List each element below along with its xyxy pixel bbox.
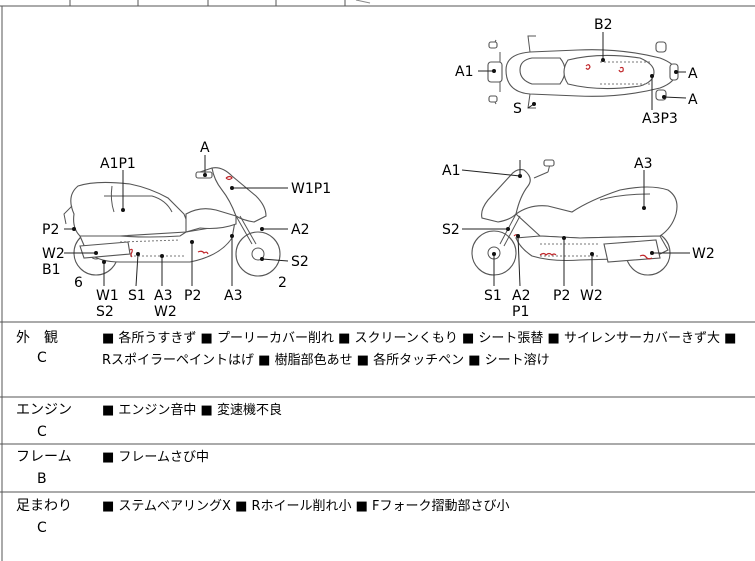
label-a: A xyxy=(200,140,210,156)
label-2: 2 xyxy=(278,275,287,291)
label-6: 6 xyxy=(74,275,83,291)
label-a3: A3 xyxy=(154,288,172,304)
left-side-leaders xyxy=(64,155,289,287)
right-side-leaders xyxy=(461,160,690,287)
label-s2-bottom: S2 xyxy=(96,304,114,320)
label-a2: A2 xyxy=(512,288,530,304)
label-a-right-1: A xyxy=(688,66,698,82)
row-grade: B xyxy=(37,471,47,487)
label-a1: A1 xyxy=(442,163,460,179)
label-p2: P2 xyxy=(553,288,570,304)
label-p2-bottom: P2 xyxy=(184,288,201,304)
label-s1: S1 xyxy=(128,288,146,304)
scooter-top-view-illustration xyxy=(487,35,679,109)
label-a-right-2: A xyxy=(688,92,698,108)
row-exterior: 外 観 C ■ 各所うすきず ■ プーリーカバー削れ ■ スクリーンくもり ■ … xyxy=(16,329,736,368)
label-w2: W2 xyxy=(692,246,715,262)
label-s2-right: S2 xyxy=(291,254,309,270)
row-category: 足まわり xyxy=(16,498,72,514)
row-grade: C xyxy=(37,350,47,366)
label-a3-bottom: A3 xyxy=(224,288,242,304)
label-s2: S2 xyxy=(442,222,460,238)
row-suspension: 足まわり C ■ ステムベアリングX ■ Rホイール削れ小 ■ Fフォーク摺動部… xyxy=(16,498,510,536)
label-a3p3: A3P3 xyxy=(642,111,678,127)
damage-marks-top xyxy=(585,64,624,73)
right-side-diagram: A1 A3 S2 W2 S1 A2 P1 P2 W2 xyxy=(442,156,715,320)
row-engine: エンジン C ■ エンジン音中 ■ 変速機不良 xyxy=(16,402,282,440)
label-a1: A1 xyxy=(455,64,473,80)
scooter-left-side-illustration xyxy=(63,167,281,277)
label-a3: A3 xyxy=(634,156,652,172)
top-view-diagram: B2 A1 A A S A3P3 xyxy=(455,17,698,127)
row-description-line-1: ■ エンジン音中 ■ 変速機不良 xyxy=(102,402,282,418)
row-category: エンジン xyxy=(16,402,72,418)
row-category: 外 観 xyxy=(16,329,58,346)
scooter-right-side-illustration xyxy=(471,159,678,276)
row-category: フレーム xyxy=(16,449,72,465)
label-b1: B1 xyxy=(42,262,61,278)
label-a1p1: A1P1 xyxy=(100,156,136,172)
label-w2-bottom: W2 xyxy=(580,288,603,304)
top-view-leaders xyxy=(478,32,687,110)
row-description-line-1: ■ ステムベアリングX ■ Rホイール削れ小 ■ Fフォーク摺動部さび小 xyxy=(102,499,510,514)
label-w1p1: W1P1 xyxy=(291,181,331,197)
row-description-line-2: Rスポイラーペイントはげ ■ 樹脂部色あせ ■ 各所タッチペン ■ シート溶け xyxy=(102,352,550,368)
label-b2: B2 xyxy=(594,17,613,33)
row-frame: フレーム B ■ フレームさび中 xyxy=(16,449,209,487)
label-p2: P2 xyxy=(42,222,59,238)
label-s: S xyxy=(513,101,522,117)
row-grade: C xyxy=(37,424,47,440)
label-s1: S1 xyxy=(484,288,502,304)
label-p1: P1 xyxy=(512,304,529,320)
label-w1: W1 xyxy=(96,288,119,304)
row-description-line-1: ■ 各所うすきず ■ プーリーカバー削れ ■ スクリーンくもり ■ シート張替 … xyxy=(102,330,736,346)
label-w2: W2 xyxy=(42,246,65,262)
condition-table: 外 観 C ■ 各所うすきず ■ プーリーカバー削れ ■ スクリーンくもり ■ … xyxy=(0,321,755,536)
label-a2: A2 xyxy=(291,222,309,238)
left-side-diagram: A A1P1 W1P1 P2 A2 W2 B1 S2 6 2 W1 S2 S1 … xyxy=(42,140,331,320)
row-description-line-1: ■ フレームさび中 xyxy=(102,450,209,465)
damage-marks-left xyxy=(129,175,233,258)
label-w2-bottom: W2 xyxy=(154,304,177,320)
row-grade: C xyxy=(37,520,47,536)
